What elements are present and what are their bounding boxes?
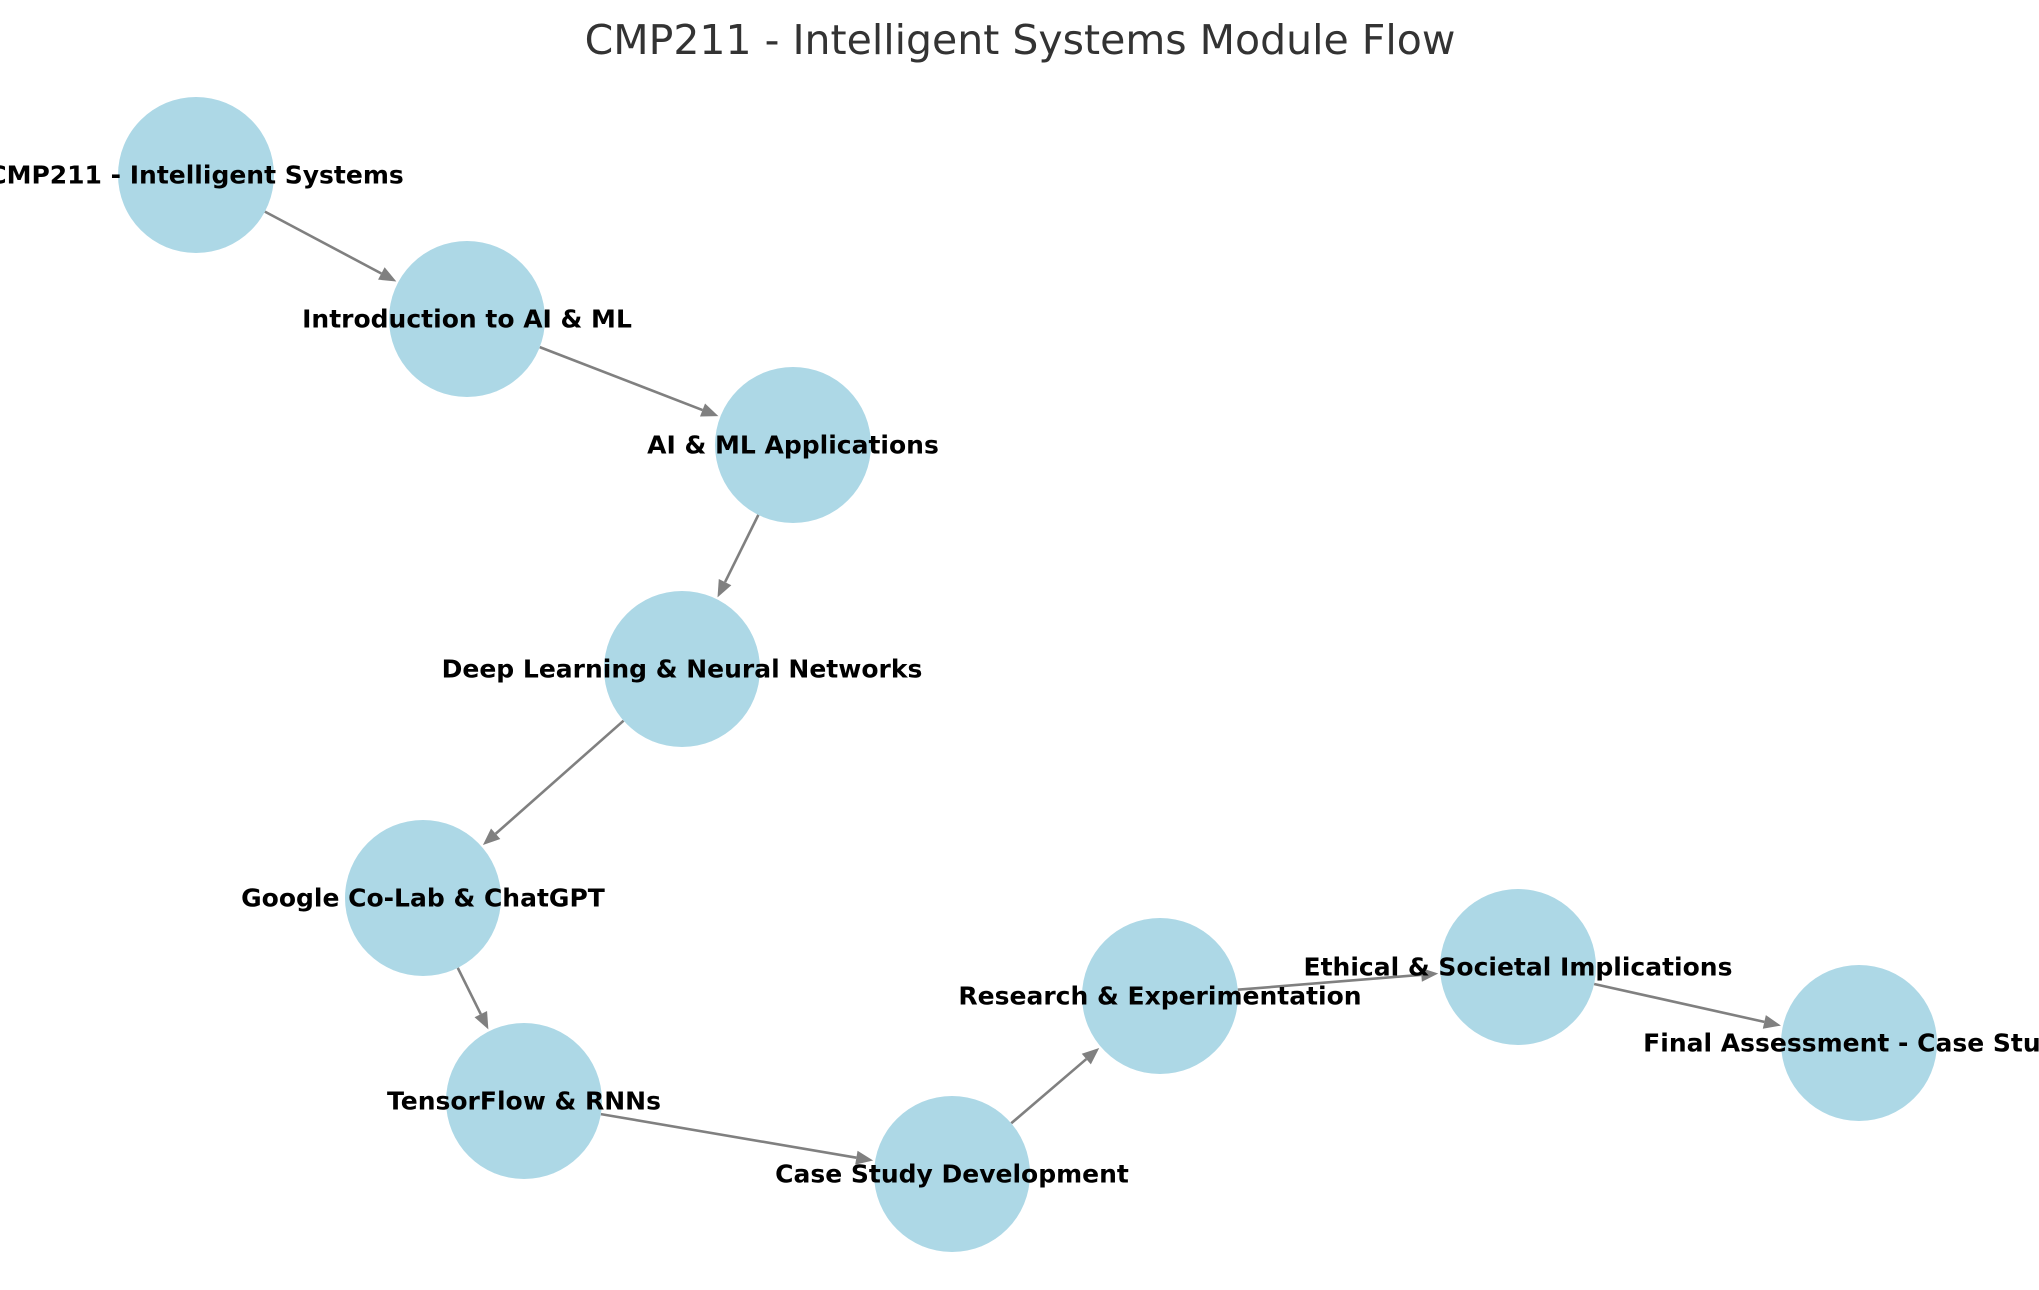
node-label: Ethical & Societal Implications [1304,953,1733,982]
edge-arrow [600,1112,874,1165]
node-circle [604,591,760,747]
edge-arrow [264,210,397,282]
edge-arrow [1593,982,1781,1029]
node-label: TensorFlow & RNNs [387,1087,661,1116]
edge-line [600,1112,857,1159]
node-label: Final Assessment - Case Study [1643,1029,2039,1058]
arrowhead [474,1011,489,1030]
node-label: CMP211 - Intelligent Systems [0,161,404,190]
node-circle [715,367,871,523]
edge-line [1010,1058,1088,1125]
arrowhead [378,267,397,282]
node-label: Deep Learning & Neural Networks [442,655,923,684]
node-label: AI & ML Applications [647,431,939,460]
diagram-title: CMP211 - Intelligent Systems Module Flow [585,16,1456,64]
edge-line [264,210,382,275]
node-circle [389,241,545,397]
node-label: Google Co-Lab & ChatGPT [241,884,605,913]
node-circle [1781,965,1937,1121]
node-circle [1440,889,1596,1045]
node-circle [345,820,501,976]
node-circle [1082,918,1238,1074]
edge-line [494,719,625,835]
labels-layer: CMP211 - Intelligent SystemsIntroduction… [0,161,2039,1189]
arrowhead [1762,1015,1781,1029]
edge-line [1237,973,1422,991]
edge-line [1593,982,1765,1024]
node-circle [874,1096,1030,1252]
edge-arrow [456,967,489,1030]
edge-arrow [539,345,719,417]
arrowhead [1081,1048,1100,1065]
edge-arrow [482,719,625,846]
arrowhead [717,578,732,598]
arrowhead [482,828,501,846]
edges-layer [264,210,1781,1165]
nodes-layer [118,97,1937,1252]
node-label: Case Study Development [775,1160,1129,1189]
arrowhead [855,1150,874,1165]
edge-line [723,514,760,583]
node-label: Introduction to AI & ML [302,305,632,334]
node-label: Research & Experimentation [958,982,1361,1011]
edge-arrow [717,514,760,598]
edge-line [456,967,482,1015]
arrowhead [1420,967,1439,982]
edge-line [539,345,703,412]
node-circle [118,97,274,253]
edge-arrow [1237,967,1439,991]
edge-arrow [1010,1048,1100,1125]
node-circle [446,1023,602,1179]
arrowhead [699,403,719,417]
